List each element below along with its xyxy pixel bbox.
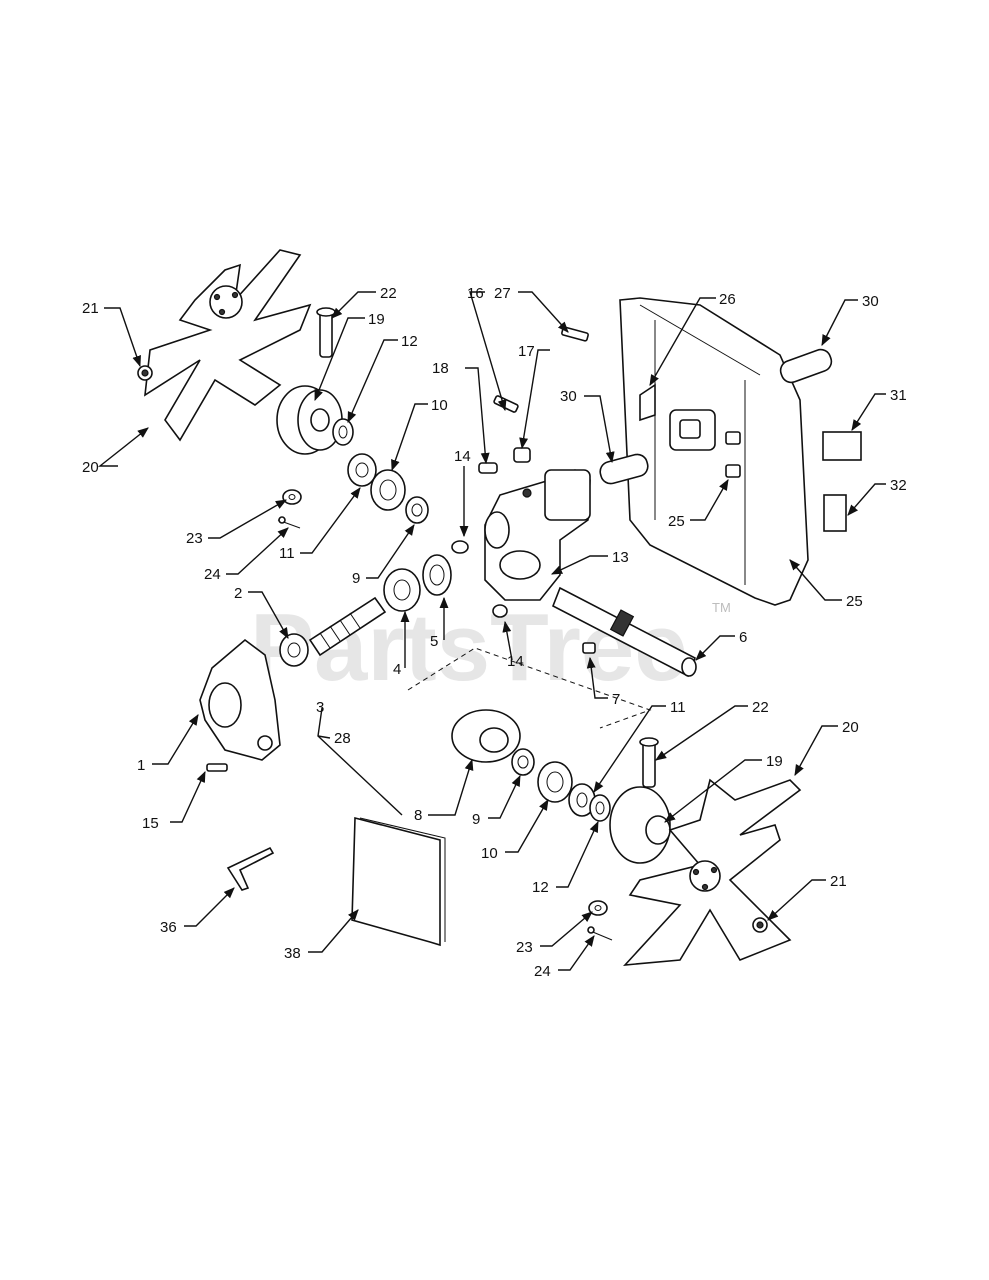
callout-19-lower: 19 [766,753,783,770]
callout-21-lower: 21 [830,873,847,890]
part-decal-32 [822,431,862,461]
callout-32: 31 [890,387,907,404]
part-bearing-11-upper [347,453,377,487]
callout-22-lower: 22 [752,699,769,716]
part-screw-15 [206,763,228,772]
callout-31-center: 30 [560,388,577,405]
callout-5: 5 [430,633,438,650]
part-washer-23-lower [588,900,608,916]
callout-19-upper: 19 [368,311,385,328]
part-hex-key [226,846,275,891]
part-gearbox-half [484,469,591,601]
assembly-dash-line [407,647,652,729]
callout-36: 36 [160,919,177,936]
part-bearing-10-lower [537,761,573,803]
callout-26: 26 [719,291,736,308]
part-pin-14-lower [492,604,508,618]
callout-24-upper: 24 [204,566,221,583]
part-washer-23-upper [282,489,302,505]
part-washer-12-lower [589,794,611,822]
part-plug-17 [513,447,531,463]
callout-17: 17 [518,343,535,360]
callout-12-upper: 12 [401,333,418,350]
callout-6: 6 [739,629,747,646]
callout-10-upper: 10 [431,397,448,414]
callout-23-lower: 23 [516,939,533,956]
callout-labels: 21 22 19 12 10 20 23 24 11 9 16 17 18 27… [82,285,907,980]
callout-20-lower: 20 [842,719,859,736]
part-bracket [639,383,716,451]
part-tube-right [779,348,833,384]
part-manual [351,816,446,947]
callout-1: 1 [137,757,145,774]
callout-11-lower: 11 [670,699,686,716]
part-pin-14-upper [451,540,469,554]
part-screw-18 [478,462,498,474]
callout-13: 13 [612,549,629,566]
callout-23-upper: 23 [186,530,203,547]
callout-2: 2 [234,585,242,602]
part-clip-24-upper [277,516,301,529]
callout-9-lower: 9 [472,811,480,828]
callout-4: 4 [393,661,401,678]
callout-8: 8 [414,807,422,824]
part-bearing-10-upper [370,469,406,511]
part-gear [451,709,521,763]
callout-7: 7 [612,691,620,708]
part-washer-upper [332,418,354,446]
callout-14-upper: 14 [454,448,471,465]
callout-18: 18 [432,360,449,377]
watermark-trademark: TM [712,600,731,615]
callout-24-lower: 24 [534,963,551,980]
part-hub-upper [276,385,343,455]
part-hub-lower [609,786,671,864]
callout-25: 25 [846,593,863,610]
part-pin-upper [316,307,336,358]
part-washer-9-upper [405,496,429,524]
callout-31-right: 30 [862,293,879,310]
callout-33: 32 [890,477,907,494]
part-washer-9-lower [511,748,535,776]
part-nut-upper [137,365,153,381]
part-nut-lower [752,917,768,933]
part-shield [619,297,809,606]
callout-11-upper: 11 [279,545,295,562]
part-screw-16 [493,395,519,413]
callout-14-lower: 14 [507,653,524,670]
part-decal-33 [823,494,847,532]
part-clip-27 [725,431,741,478]
part-bearing-2 [279,633,309,667]
part-tine-upper-left [144,249,312,442]
part-worm-shaft [308,596,387,657]
callout-22-upper: 22 [380,285,397,302]
callout-27: 25 [668,513,685,530]
callout-21-upper: 21 [82,300,99,317]
callout-leaders [97,291,886,971]
part-shaft [551,586,697,678]
callout-12-lower: 12 [532,879,549,896]
callout-9-upper: 9 [352,570,360,587]
part-bearing-4 [383,568,421,612]
part-gearbox-housing [199,638,281,761]
callout-20-upper: 20 [82,459,99,476]
part-clip-24-lower [587,926,613,941]
callout-28: 27 [494,285,511,302]
callout-30: 28 [334,730,351,747]
callout-16: 16 [467,285,484,302]
part-key [582,642,596,654]
part-washer-5 [422,554,452,596]
callout-38: 38 [284,945,301,962]
callout-10-lower: 10 [481,845,498,862]
part-pin-lower [639,737,659,788]
callout-15: 15 [142,815,159,832]
callout-3: 3 [316,699,324,716]
